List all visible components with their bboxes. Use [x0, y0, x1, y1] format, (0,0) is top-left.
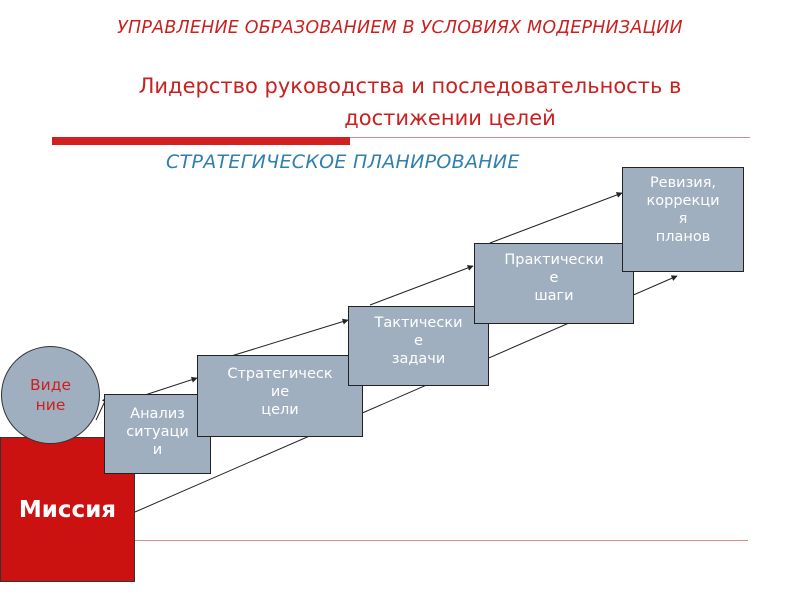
mission-label: Миссия [18, 496, 117, 523]
vision-circle: Виде ние [1, 346, 100, 444]
step-practical-steps-label: Практически е шаги [504, 252, 604, 304]
arrow-practical-revision [489, 192, 623, 244]
vision-label: Виде ние [30, 376, 71, 414]
arrow-analysis-strategic [144, 376, 198, 396]
step-analysis: Анализ ситуаци и [104, 394, 211, 474]
step-strategic-goals-label: Стратегическ ие цели [227, 366, 333, 418]
thin-divider-line [350, 137, 750, 138]
step-tactical-tasks-label: Тактически е задачи [374, 315, 463, 367]
subtitle-line-2: достижении целей [344, 106, 556, 130]
step-plan-revision-label: Ревизия, коррекци я планов [646, 175, 720, 245]
step-strategic-goals: Стратегическ ие цели [197, 355, 363, 437]
section-title: СТРАТЕГИЧЕСКОЕ ПЛАНИРОВАНИЕ [166, 151, 520, 173]
red-divider-bar [52, 137, 350, 145]
step-tactical-tasks: Тактически е задачи [348, 306, 489, 386]
page-subtitle: Лидерство руководства и последовательнос… [60, 70, 760, 134]
arrow-tactical-practical [369, 265, 474, 306]
step-plan-revision: Ревизия, коррекци я планов [622, 167, 744, 272]
subtitle-line-1: Лидерство руководства и последовательнос… [138, 74, 682, 98]
step-analysis-label: Анализ ситуаци и [126, 406, 189, 458]
step-practical-steps: Практически е шаги [474, 243, 634, 324]
page-header: УПРАВЛЕНИЕ ОБРАЗОВАНИЕМ В УСЛОВИЯХ МОДЕР… [117, 18, 683, 38]
bottom-divider-line [135, 540, 748, 541]
arrow-strategic-tactical [227, 318, 349, 358]
